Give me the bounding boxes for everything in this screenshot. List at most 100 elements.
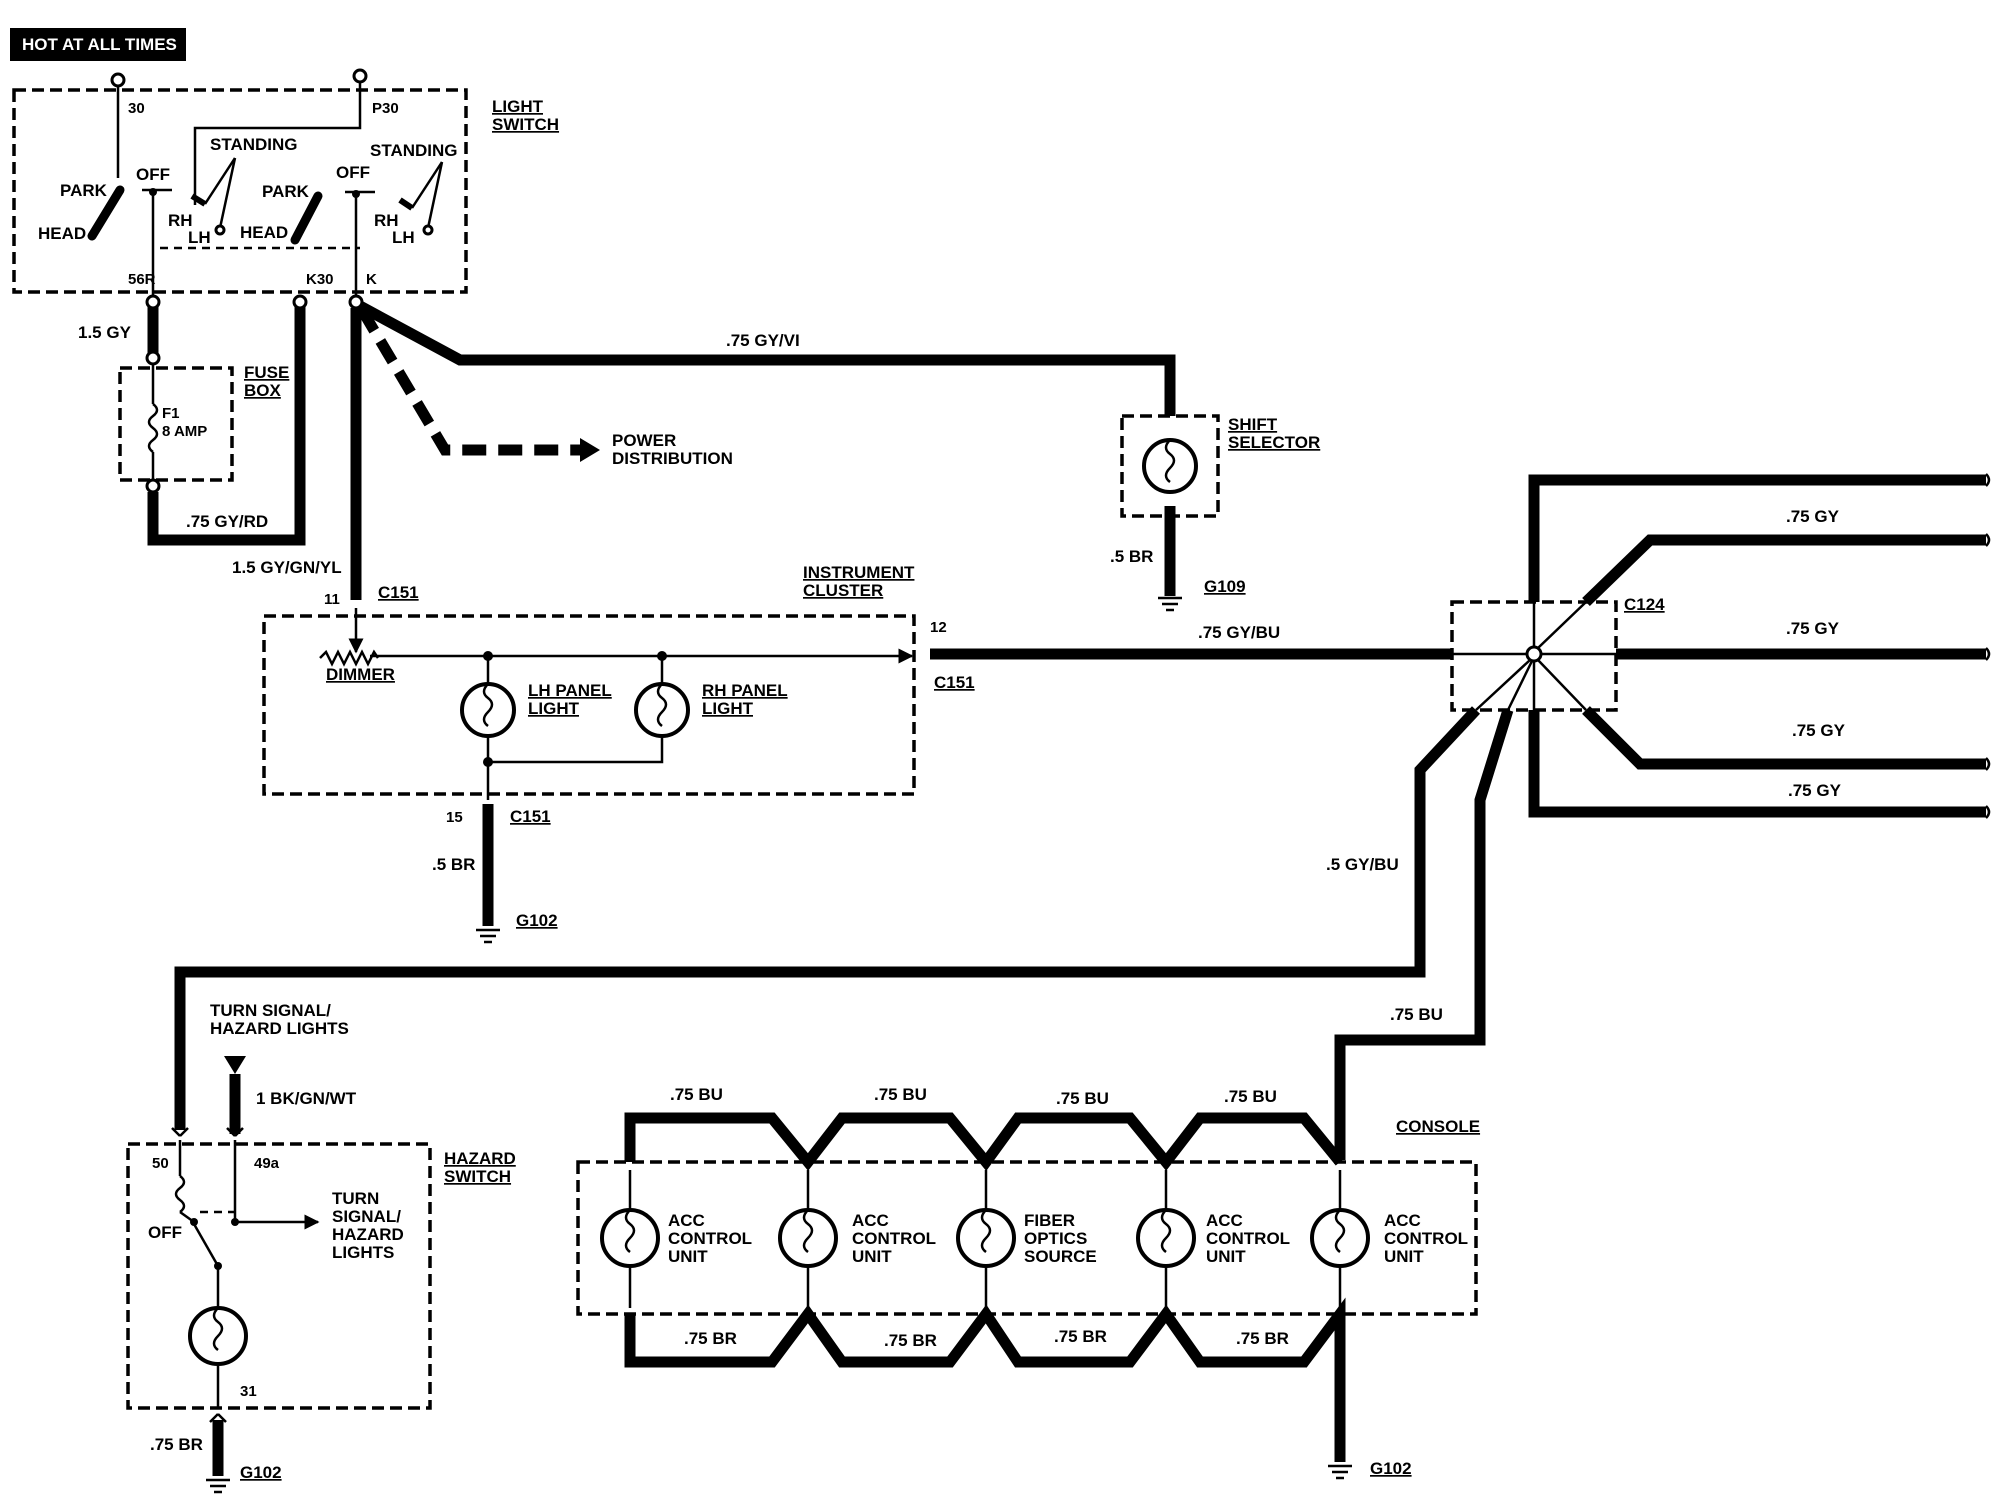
wire-75gybu: .75 GY/BU [1198,623,1280,642]
term-56r: 56R [128,271,156,288]
fuse-box-title-1: FUSE [244,363,289,382]
unit-5-l1: ACC [1384,1211,1421,1230]
ic-title-1: INSTRUMENT [803,563,915,582]
wire-75bu-3: .75 BU [1056,1089,1109,1108]
hazard-out-4: LIGHTS [332,1243,394,1262]
unit-1-l1: ACC [668,1211,705,1230]
head-label-2: HEAD [240,223,288,242]
unit-1-l3: UNIT [668,1247,708,1266]
wire-75bu-4: .75 BU [1224,1087,1277,1106]
wire-75bu-main: .75 BU [1390,1005,1443,1024]
unit-3-l1: FIBER [1024,1211,1075,1230]
head-label-1: HEAD [38,224,86,243]
unit-3-l2: OPTICS [1024,1229,1087,1248]
term-k30: K30 [306,271,334,288]
ic-pin-12: 12 [930,619,947,636]
shift-selector-title-1: SHIFT [1228,415,1278,434]
hazard-out-2: SIGNAL/ [332,1207,401,1226]
hazard-pin-31: 31 [240,1383,257,1400]
power-dist-2: DISTRIBUTION [612,449,733,468]
console-title: CONSOLE [1396,1117,1480,1136]
wire-75gyrd: .75 GY/RD [186,512,268,531]
console-unit-1: ACC CONTROL UNIT [600,1170,752,1308]
wire-1bkgnwt: 1 BK/GN/WT [256,1089,357,1108]
console-unit-2: ACC CONTROL UNIT [778,1170,936,1308]
unit-4-l2: CONTROL [1206,1229,1290,1248]
hazard-switch: TURN SIGNAL/ HAZARD LIGHTS 1 BK/GN/WT HA… [126,1001,516,1494]
hazard-top-title-2: HAZARD LIGHTS [210,1019,349,1038]
fuse-box-title-2: BOX [244,381,282,400]
rh-label-2: RH [374,211,399,230]
ic-pin-11: 11 [324,591,340,608]
instrument-cluster: INSTRUMENT CLUSTER 11 C151 DIMMER LH PAN… [262,563,1452,944]
wire-5gybu: .5 GY/BU [1326,855,1399,874]
console-unit-3: FIBER OPTICS SOURCE [956,1170,1097,1308]
light-switch-title-1: LIGHT [492,97,544,116]
hazard-out-1: TURN [332,1189,379,1208]
fuse-label-1: F1 [162,405,180,422]
hazard-top-title-1: TURN SIGNAL/ [210,1001,331,1020]
wire-75gy-1: .75 GY [1786,507,1840,526]
wire-75br-4: .75 BR [1236,1329,1289,1348]
lh-panel-1: LH PANEL [528,681,612,700]
ic-pin-15: 15 [446,809,463,826]
unit-4-l3: UNIT [1206,1247,1246,1266]
standing-label-1: STANDING [210,135,298,154]
c124-label: C124 [1624,595,1665,614]
console-unit-4: ACC CONTROL UNIT [1136,1170,1290,1308]
term-30: 30 [128,100,145,117]
lh-label-2: LH [392,228,415,247]
shift-selector-title-2: SELECTOR [1228,433,1320,452]
wire-75gy-3: .75 GY [1792,721,1846,740]
hot-label: HOT AT ALL TIMES [22,35,177,54]
fuse-label-2: 8 AMP [162,423,207,440]
ic-conn-right: C151 [934,673,975,692]
unit-3-l3: SOURCE [1024,1247,1097,1266]
wire-5br-ic: .5 BR [432,855,475,874]
off-label-2: OFF [336,163,370,182]
wire-75br-hz: .75 BR [150,1435,203,1454]
wire-75bu-2: .75 BU [874,1085,927,1104]
hot-at-all-times-badge: HOT AT ALL TIMES [10,28,186,61]
term-p30: P30 [372,100,399,117]
console-ground: G102 [1370,1459,1412,1478]
wire-75gy-2: .75 GY [1786,619,1840,638]
park-label-2: PARK [262,182,310,201]
shift-selector: SHIFT SELECTOR .5 BR G109 [1110,414,1320,612]
park-label-1: PARK [60,181,108,200]
unit-5-l3: UNIT [1384,1247,1424,1266]
hazard-pin-49a: 49a [254,1155,280,1172]
rh-panel-1: RH PANEL [702,681,788,700]
light-switch-title-2: SWITCH [492,115,559,134]
unit-5-l2: CONTROL [1384,1229,1468,1248]
wire-5br-shift: .5 BR [1110,547,1153,566]
fuse-box: 1.5 GY FUSE BOX F1 8 AMP .75 GY/RD [78,294,308,546]
wire-75br-3: .75 BR [1054,1327,1107,1346]
wire-15gy: 1.5 GY [78,323,132,342]
light-switch: LIGHT SWITCH 30 P30 PARK HEAD OFF STANDI… [12,68,559,296]
dimmer-label: DIMMER [326,665,395,684]
rh-panel-2: LIGHT [702,699,754,718]
unit-2-l3: UNIT [852,1247,892,1266]
ic-conn-bottom: C151 [510,807,551,826]
wire-75br-2: .75 BR [884,1331,937,1350]
standing-label-2: STANDING [370,141,458,160]
wire-75bu-1: .75 BU [670,1085,723,1104]
wire-75gy-4: .75 GY [1788,781,1842,800]
console-unit-5: ACC CONTROL UNIT [1310,1170,1468,1308]
hazard-off-label: OFF [148,1223,182,1242]
hazard-out-3: HAZARD [332,1225,404,1244]
console: CONSOLE .75 BU .75 BU .75 BU .75 BU .75 … [576,1085,1480,1480]
wire-75gyvi: .75 GY/VI [726,331,800,350]
hazard-ground: G102 [240,1463,282,1482]
unit-2-l2: CONTROL [852,1229,936,1248]
unit-1-l2: CONTROL [668,1229,752,1248]
k-terminal-wiring: 1.5 GY/GN/YL .75 GY/VI POWER DISTRIBUTIO… [232,294,1176,600]
hazard-pin-50: 50 [152,1155,169,1172]
rh-label-1: RH [168,211,193,230]
ic-conn-top: C151 [378,583,419,602]
lh-panel-2: LIGHT [528,699,580,718]
power-dist-1: POWER [612,431,676,450]
ic-ground: G102 [516,911,558,930]
off-label-1: OFF [136,165,170,184]
